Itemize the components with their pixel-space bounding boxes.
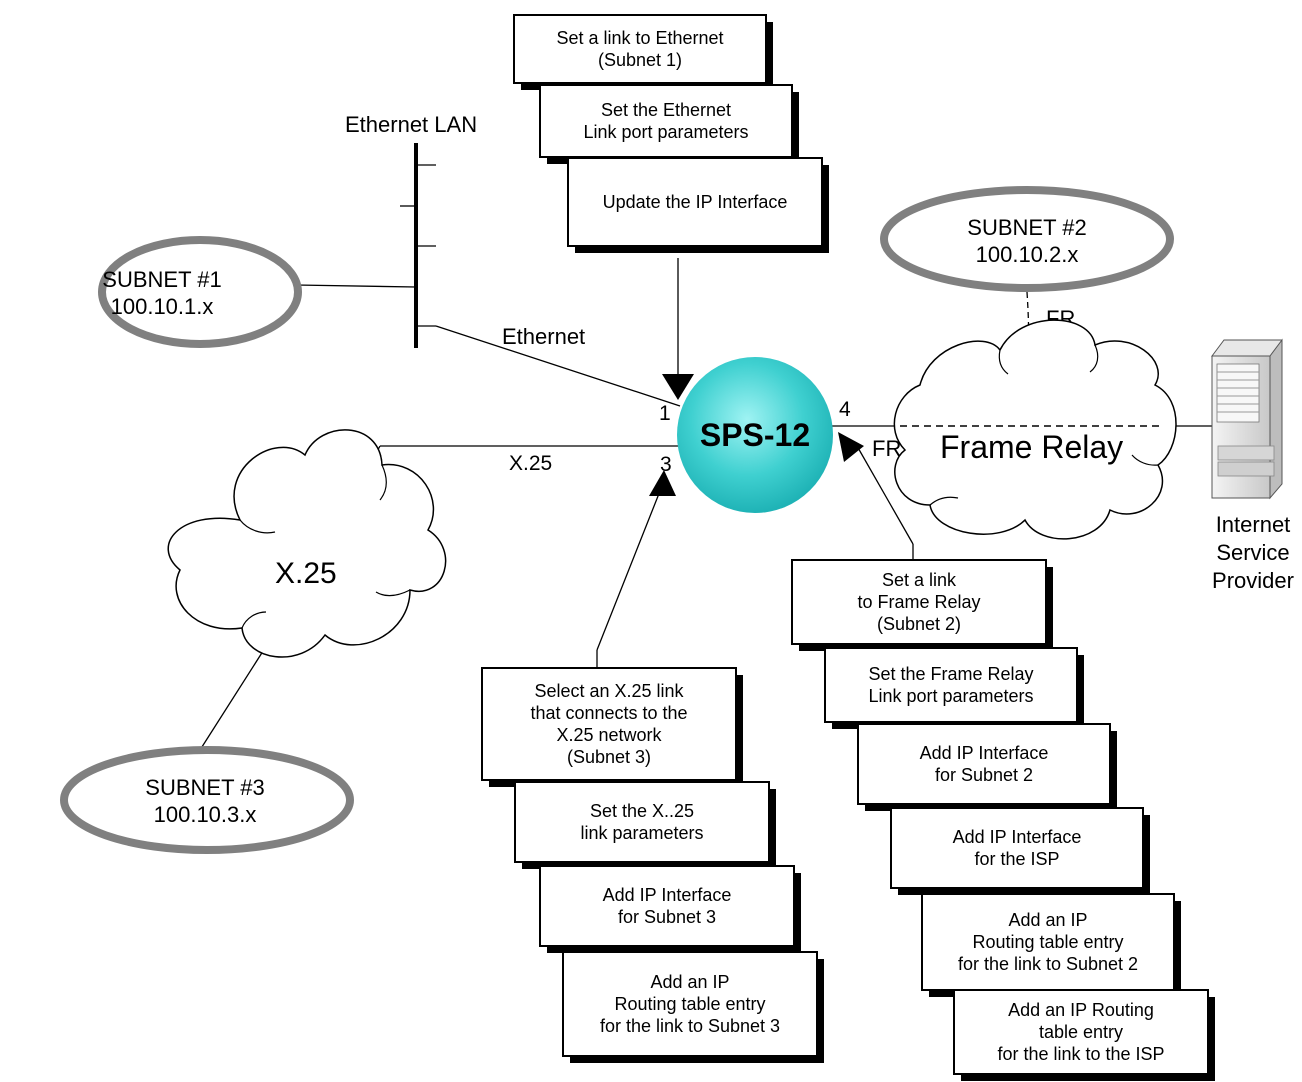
x25-step-line: X.25 network bbox=[556, 725, 662, 745]
isp-label-line: Internet bbox=[1216, 512, 1291, 537]
x25-step-line: for the link to Subnet 3 bbox=[600, 1016, 780, 1036]
fr-step-line: for the link to the ISP bbox=[997, 1044, 1164, 1064]
subnet-1: SUBNET #1 100.10.1.x bbox=[98, 236, 302, 348]
fr-step-line: Routing table entry bbox=[972, 932, 1123, 952]
x25-step-line: Routing table entry bbox=[614, 994, 765, 1014]
subnet-1-name: SUBNET #1 bbox=[102, 267, 221, 292]
subnet-3-address: 100.10.3.x bbox=[154, 802, 257, 827]
subnet-3: SUBNET #3 100.10.3.x bbox=[60, 746, 354, 854]
subnet-2-address: 100.10.2.x bbox=[976, 242, 1079, 267]
ethernet-step-text: Set a link to Ethernet(Subnet 1) bbox=[556, 28, 723, 70]
fr-step-line: table entry bbox=[1039, 1022, 1123, 1042]
ethernet-step-text: Update the IP Interface bbox=[603, 192, 788, 212]
ethernet-step-box: Update the IP Interface bbox=[567, 157, 829, 253]
fr-step-line: Add an IP bbox=[1008, 910, 1087, 930]
ethernet-lan-bus bbox=[400, 143, 436, 348]
fr-step-line: for the link to Subnet 2 bbox=[958, 954, 1138, 974]
fr-step-line: Add an IP Routing bbox=[1008, 1000, 1154, 1020]
ethernet-step-line: Update the IP Interface bbox=[603, 192, 788, 212]
x25-link-label: X.25 bbox=[509, 452, 552, 475]
x25-cloud-label: X.25 bbox=[275, 557, 337, 590]
fr-step-line: Link port parameters bbox=[868, 686, 1033, 706]
ethernet-steps-stack: Set a link to Ethernet(Subnet 1) Set the … bbox=[513, 14, 829, 253]
subnet-3-name: SUBNET #3 bbox=[145, 775, 264, 800]
frame-relay-cloud bbox=[893, 319, 1177, 540]
connection-lines bbox=[199, 258, 1212, 751]
ethernet-step-line: Set the Ethernet bbox=[601, 100, 731, 120]
ethernet-link-label: Ethernet bbox=[502, 324, 585, 349]
fr-step-line: Add IP Interface bbox=[953, 827, 1082, 847]
ethernet-step-line: Set a link to Ethernet bbox=[556, 28, 723, 48]
port-3-label: 3 bbox=[660, 453, 672, 476]
x25-step-line: Add an IP bbox=[650, 972, 729, 992]
x25-cloud bbox=[167, 429, 447, 658]
ethernet-step-line: (Subnet 1) bbox=[598, 50, 682, 70]
x25-step-line: Set the X..25 bbox=[590, 801, 694, 821]
subnet-2: SUBNET #2 100.10.2.x bbox=[880, 186, 1174, 292]
server-icon bbox=[1211, 338, 1283, 500]
fr-bottom-label: FR bbox=[872, 436, 901, 461]
port-4-label: 4 bbox=[839, 398, 851, 421]
port-1-label: 1 bbox=[659, 402, 671, 425]
fr-step-line: for the ISP bbox=[974, 849, 1059, 869]
x25-step-line: for Subnet 3 bbox=[618, 907, 716, 927]
x25-step-line: Select an X.25 link bbox=[534, 681, 684, 701]
fr-step-line: Add IP Interface bbox=[920, 743, 1049, 763]
arrow-up-icon bbox=[649, 470, 676, 496]
frame-relay-cloud-label: Frame Relay bbox=[940, 429, 1123, 465]
fr-step-line: to Frame Relay bbox=[857, 592, 980, 612]
fr-step-line: Set the Frame Relay bbox=[868, 664, 1033, 684]
ethernet-lan-label: Ethernet LAN bbox=[345, 112, 477, 137]
x25-step-line: link parameters bbox=[580, 823, 703, 843]
fr-step-line: for Subnet 2 bbox=[935, 765, 1033, 785]
isp-label-line: Service bbox=[1216, 540, 1289, 565]
isp-label-line: Provider bbox=[1212, 568, 1294, 593]
x25-step-line: Add IP Interface bbox=[603, 885, 732, 905]
fr-step-line: Set a link bbox=[882, 570, 957, 590]
x25-step-line: (Subnet 3) bbox=[567, 747, 651, 767]
ethernet-step-line: Link port parameters bbox=[583, 122, 748, 142]
fr-step-line: (Subnet 2) bbox=[877, 614, 961, 634]
sps-12-node bbox=[677, 357, 833, 513]
arrow-left-icon bbox=[838, 432, 864, 462]
x25-step-line: that connects to the bbox=[530, 703, 687, 723]
subnet-1-address: 100.10.1.x bbox=[111, 294, 214, 319]
subnet-2-name: SUBNET #2 bbox=[967, 215, 1086, 240]
sps-12-label: SPS-12 bbox=[700, 417, 810, 453]
arrow-down-icon bbox=[662, 374, 694, 400]
ethernet-step-box: Set a link to Ethernet(Subnet 1) bbox=[513, 14, 773, 90]
